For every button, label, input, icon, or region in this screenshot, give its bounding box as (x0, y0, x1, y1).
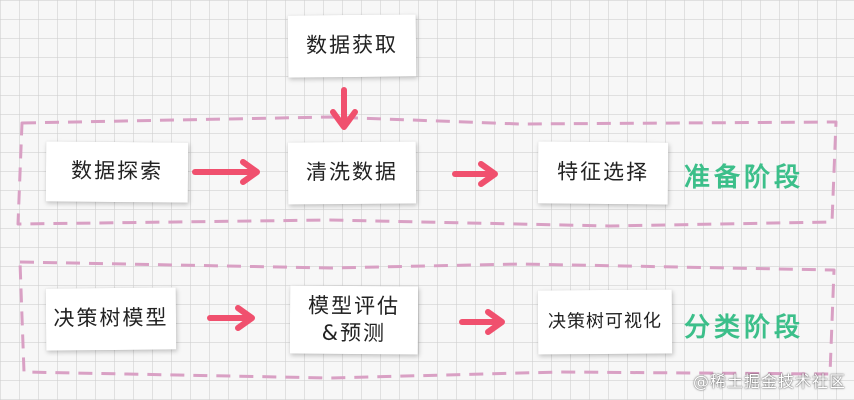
classification-stage-region (18, 260, 836, 380)
arrow-acquisition-to-cleaning (330, 87, 358, 130)
node-model-evaluation-label: 模型评估 &预测 (308, 293, 401, 346)
node-decision-tree-model-label: 决策树模型 (53, 305, 169, 331)
node-tree-visualization: 决策树可视化 (537, 289, 673, 355)
arrow-evaluation-to-visualization (459, 309, 505, 335)
node-data-exploration-label: 数据探索 (70, 158, 164, 184)
arrow-exploration-to-cleaning (192, 159, 260, 185)
arrow-model-to-evaluation (207, 305, 255, 331)
node-data-cleaning-label: 清洗数据 (305, 160, 399, 185)
node-feature-selection: 特征选择 (537, 141, 669, 205)
node-feature-selection-label: 特征选择 (556, 159, 650, 185)
node-data-cleaning: 清洗数据 (287, 141, 417, 205)
watermark: @稀土掘金技术社区 (692, 372, 846, 391)
preparation-stage-label: 准备阶段 (684, 163, 805, 193)
node-model-evaluation: 模型评估 &预测 (289, 285, 419, 355)
arrow-cleaning-to-feature-selection (452, 161, 498, 187)
node-decision-tree-model: 决策树模型 (45, 287, 177, 351)
classification-stage-label: 分类阶段 (684, 313, 805, 343)
node-data-exploration: 数据探索 (45, 141, 189, 203)
node-tree-visualization-label: 决策树可视化 (547, 310, 663, 333)
node-data-acquisition-label: 数据获取 (305, 32, 399, 58)
preparation-stage-region (16, 115, 838, 228)
node-data-acquisition: 数据获取 (287, 14, 417, 78)
